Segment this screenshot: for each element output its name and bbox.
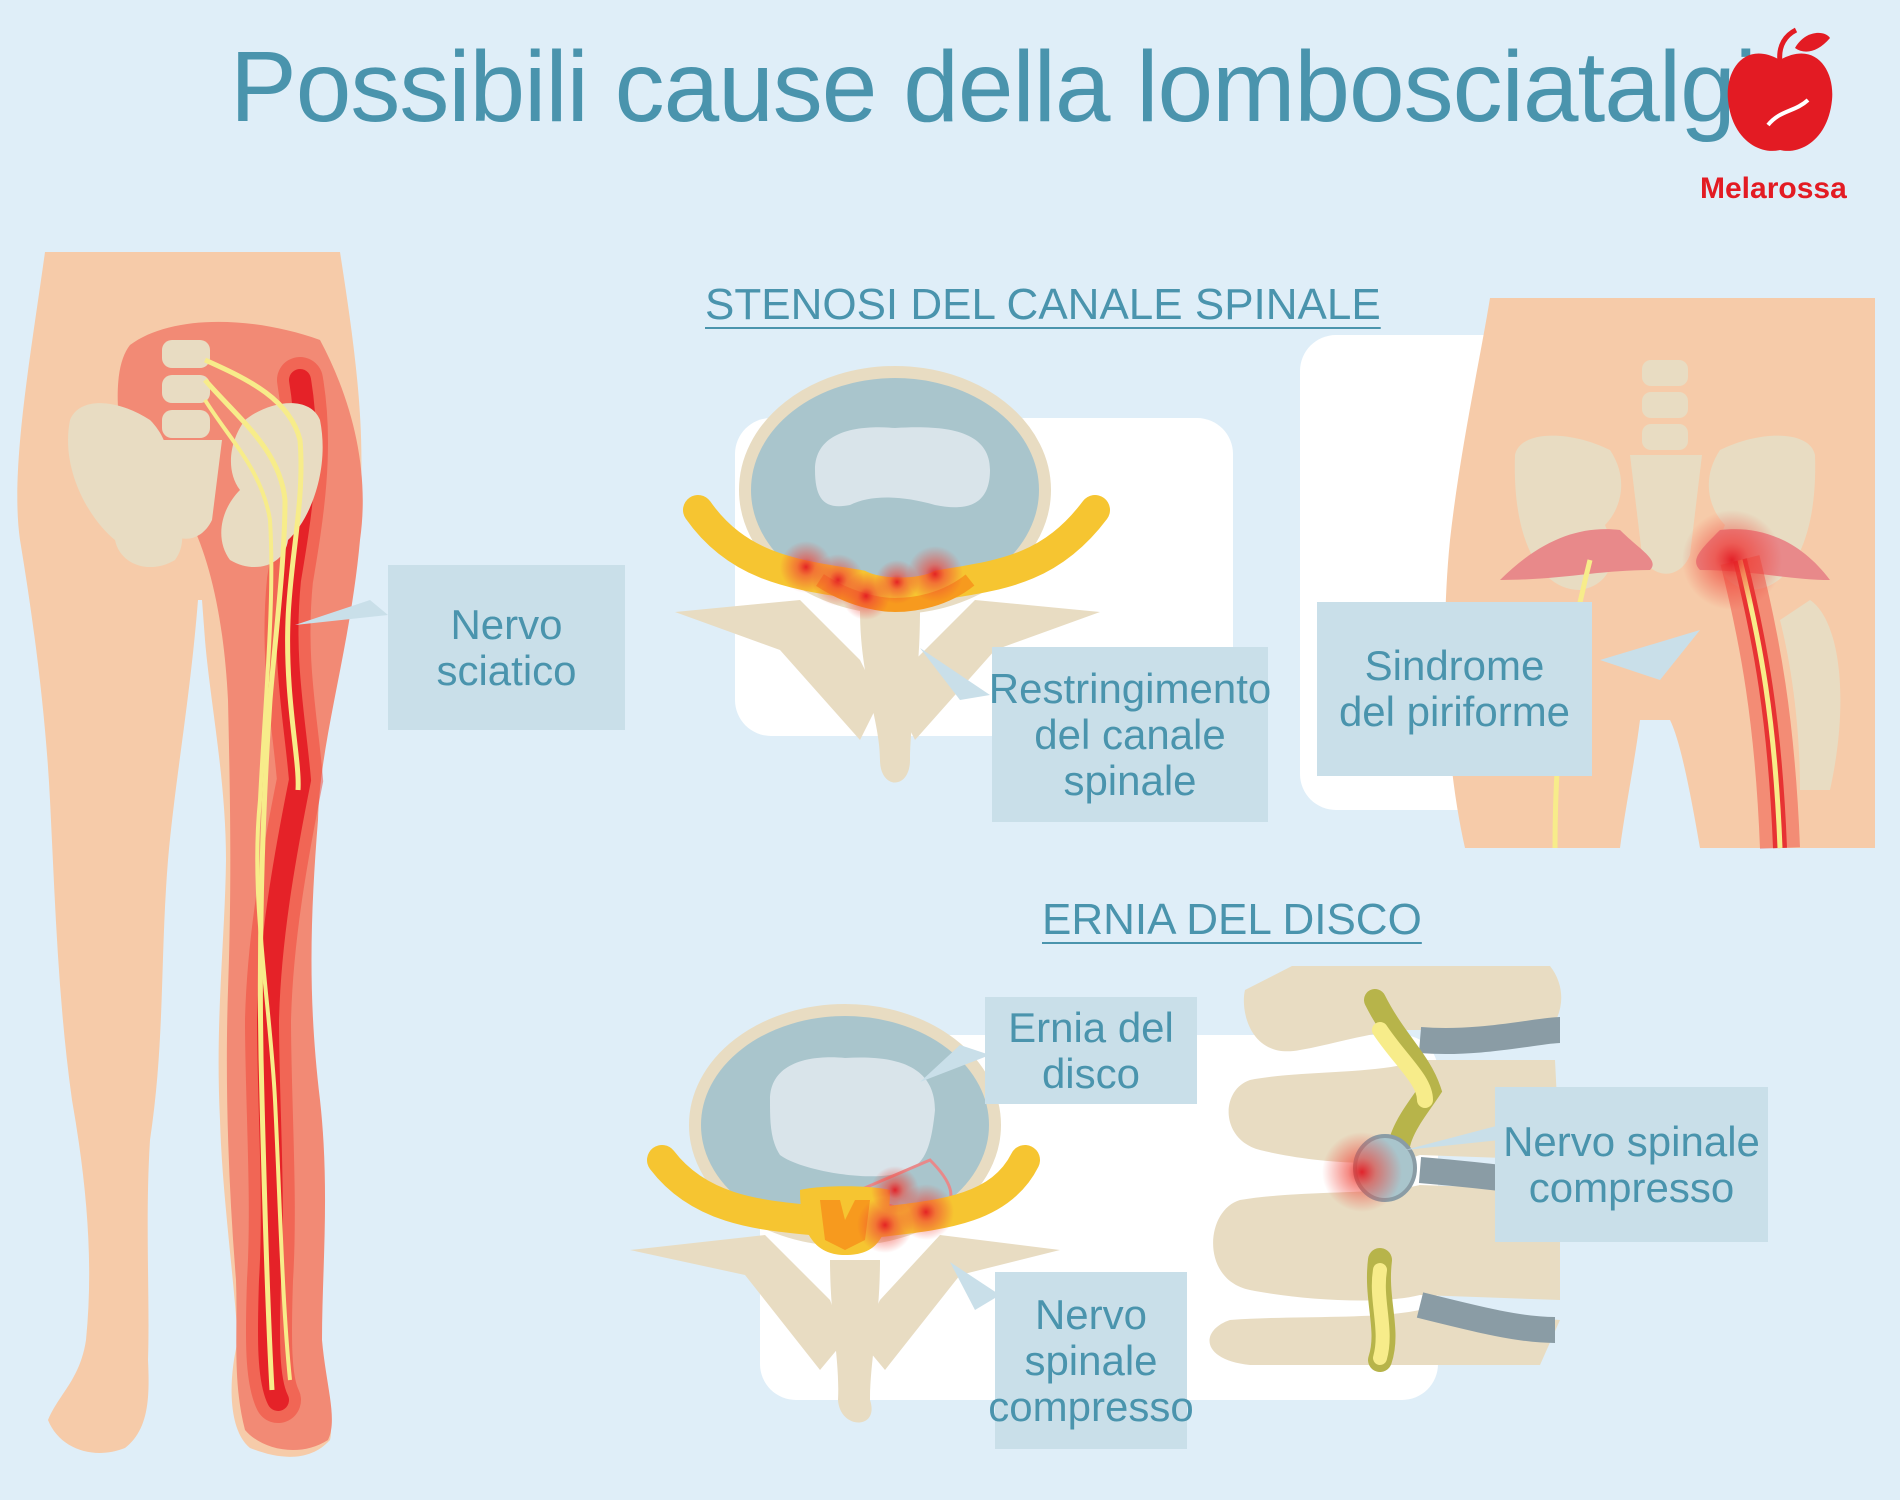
apple-logo-icon [1727,27,1833,151]
section-title-ernia: ERNIA DEL DISCO [1042,895,1422,944]
label-pointer [920,1045,990,1082]
section-title-stenosi: STENOSI DEL CANALE SPINALE [705,280,1381,329]
label-nervo-spinale-compresso-side: Nervo spinale compresso [1495,1087,1768,1242]
label-restringimento: Restringimento del canale spinale [989,647,1271,822]
label-pointer [1600,630,1700,680]
label-ernia-del-disco: Ernia del disco [985,997,1197,1104]
label-sindrome-piriforme: Sindrome del piriforme [1317,602,1592,776]
label-nervo-sciatico: Nervo sciatico [388,565,625,730]
page-title: Possibili cause della lombosciatalgia [230,31,1812,143]
vertebra-hernia-illustration [630,1004,1438,1423]
leg-body-illustration [17,252,363,1457]
label-pointer [920,648,990,700]
spine-side-view-illustration [1209,966,1562,1372]
label-nervo-spinale-compresso: Nervo spinale compresso [988,1272,1194,1449]
label-pointer [950,1262,1000,1310]
label-pointer [1405,1125,1500,1150]
brand-name: Melarossa [1700,172,1847,205]
label-pointer [295,600,388,625]
